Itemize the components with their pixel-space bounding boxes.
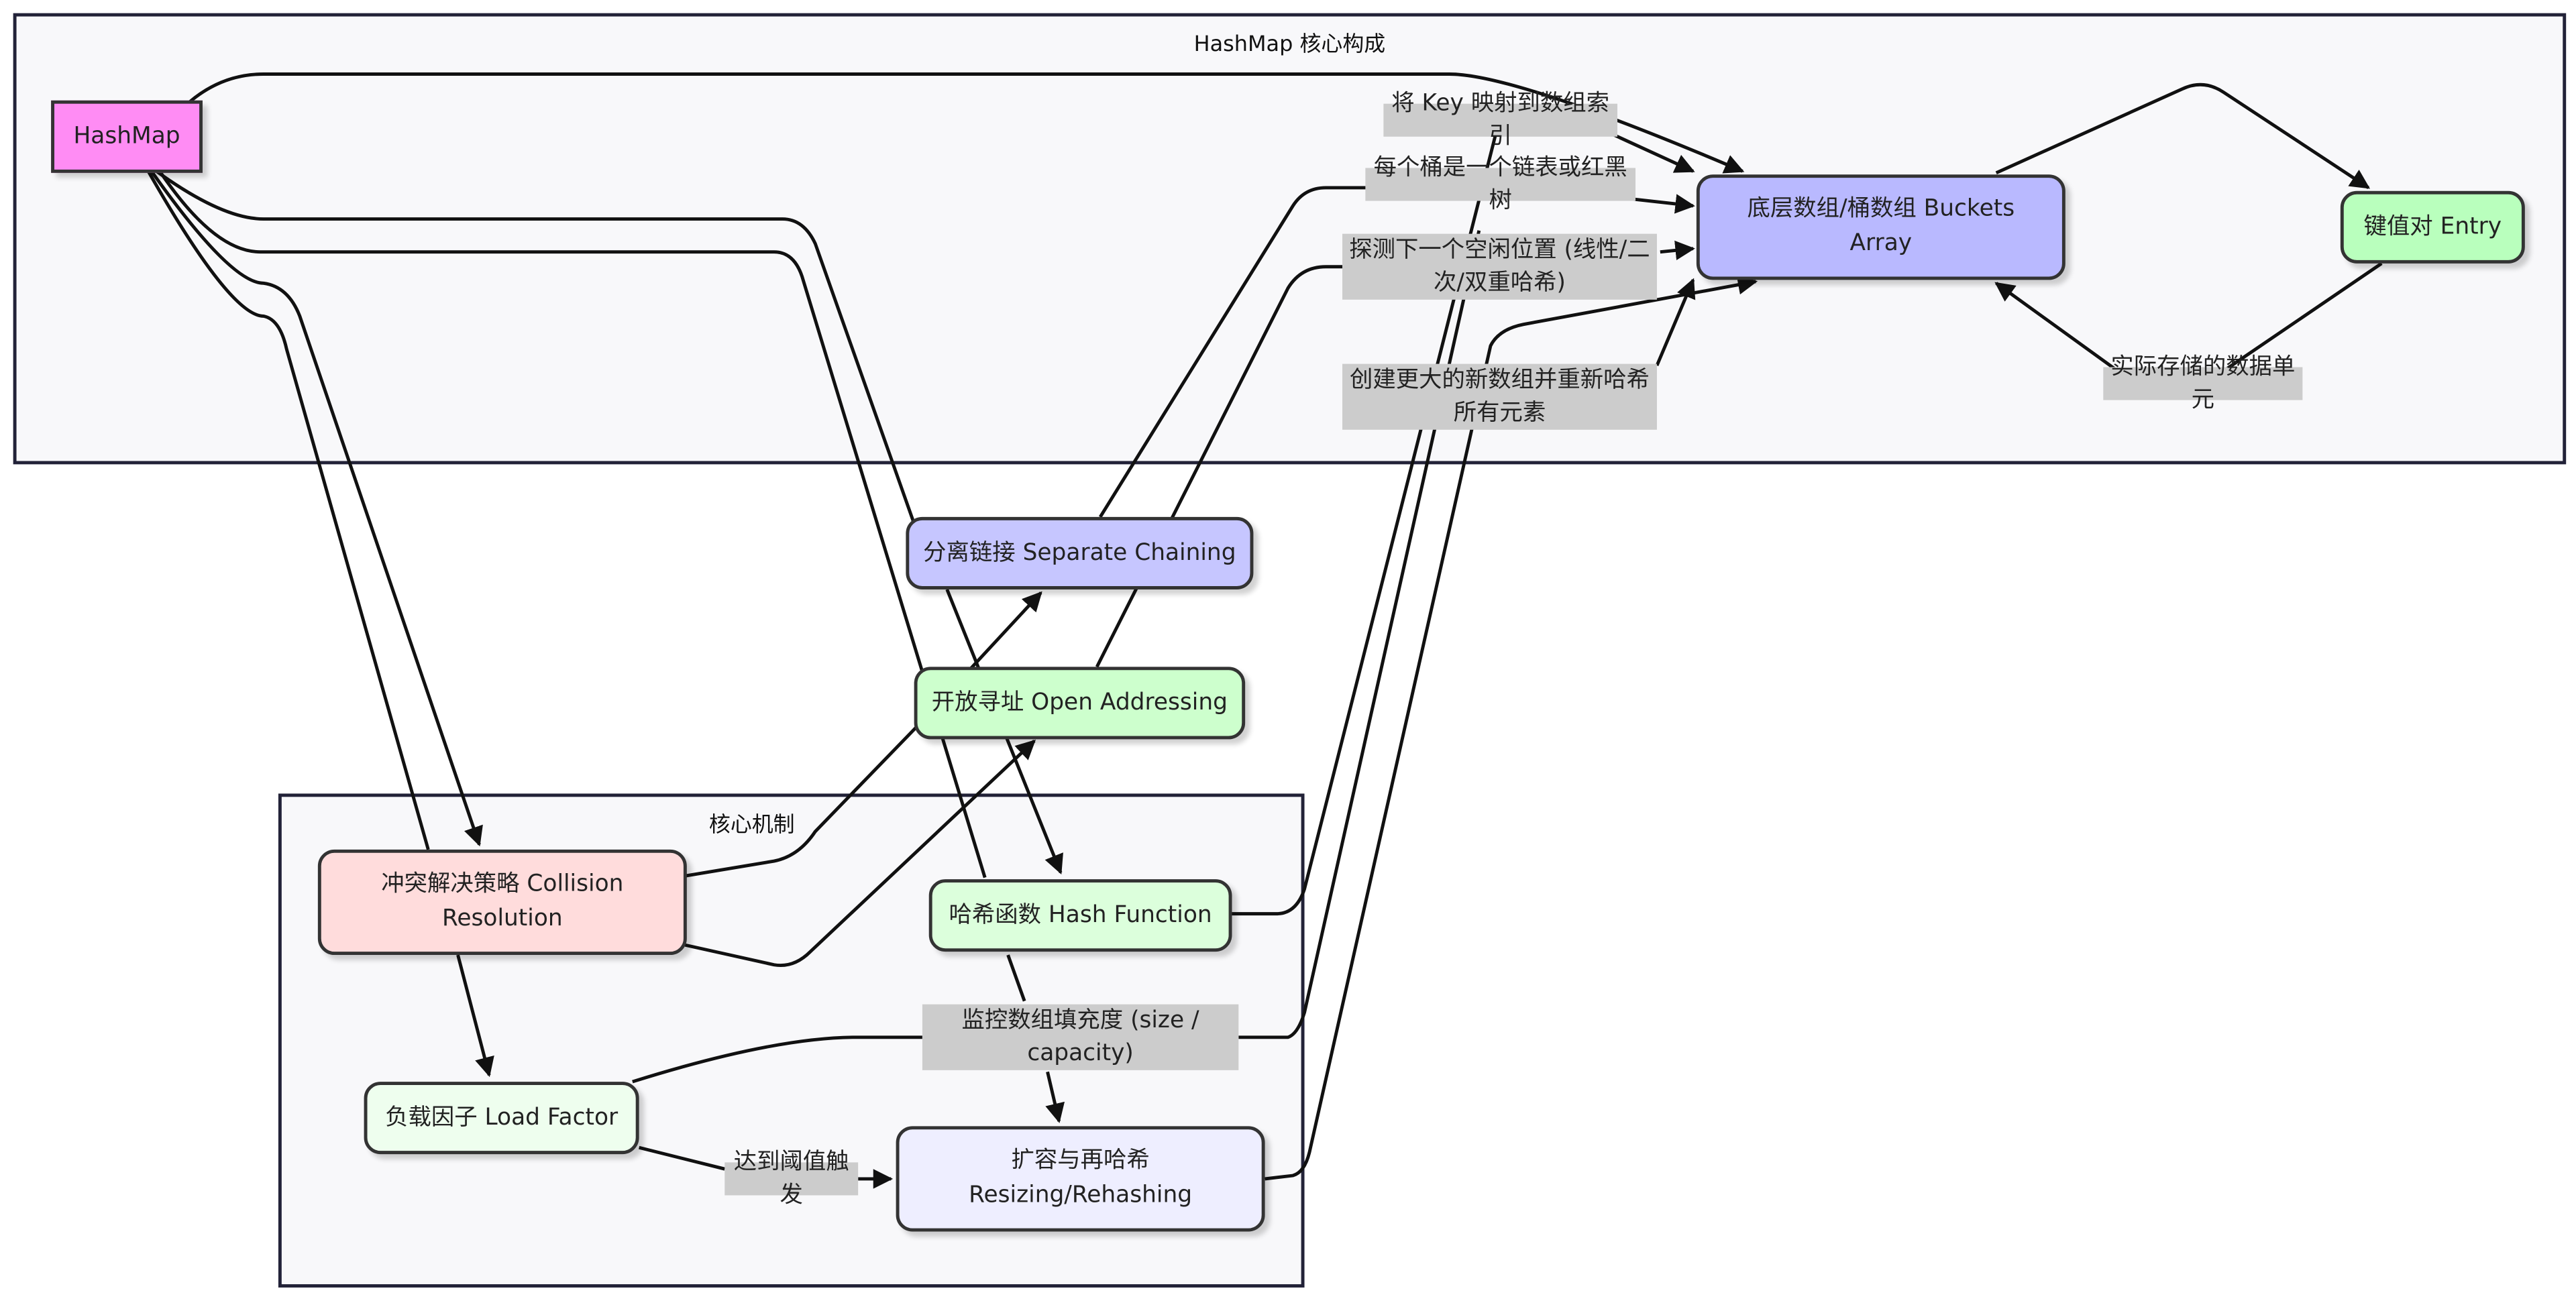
edge-separate-buckets	[1098, 188, 1693, 518]
edge-hashmap-buckets	[188, 72, 1745, 174]
edge-label-threshold: 达到阈值触发	[724, 1149, 859, 1208]
edge-hashmap-hashfn	[158, 170, 987, 878]
node-open-label: 开放寻址 Open Addressing	[931, 689, 1228, 716]
node-separate-label: 分离链接 Separate Chaining	[923, 539, 1236, 566]
node-buckets-label: 底层数组/桶数组 Buckets Array	[1747, 196, 2015, 258]
edge-entry-buckets	[1996, 262, 2383, 370]
edge-load-resize	[632, 954, 1059, 1121]
edge-collision-separate	[684, 591, 1042, 878]
node-hash-function[interactable]: 哈希函数 Hash Function	[928, 879, 1232, 952]
edge-label-probe: 探测下一个空闲位置 (线性/二次/双重哈希)	[1342, 233, 1657, 300]
cluster-title-core: HashMap 核心构成	[1193, 33, 1386, 58]
edge-monitor-buckets	[1238, 230, 1481, 1039]
edge-hashmap-load	[146, 170, 430, 850]
edge-open-buckets	[1095, 249, 1693, 668]
edge-label-monitor-fill: 监控数组填充度 (size / capacity)	[922, 1004, 1239, 1070]
edge-label-storage-unit: 实际存储的数据单元	[2103, 354, 2303, 413]
edge-buckets-entry	[1995, 82, 2371, 189]
edge-label-bucket-list: 每个桶是一个链表或红黑树	[1365, 155, 1636, 214]
node-resizing[interactable]: 扩容与再哈希 Resizing/Rehashing	[896, 1126, 1265, 1232]
node-buckets[interactable]: 底层数组/桶数组 Buckets Array	[1696, 174, 2065, 280]
node-collision-resolution[interactable]: 冲突解决策略 Collision Resolution	[317, 849, 687, 956]
edge-resize-buckets	[1265, 275, 1758, 1181]
node-collision-label: 冲突解决策略 Collision Resolution	[381, 870, 624, 932]
edge-rehash-bridge	[1655, 278, 1696, 367]
edge-threshold	[639, 1145, 892, 1179]
node-load-factor[interactable]: 负载因子 Load Factor	[364, 1082, 639, 1155]
edge-hashmap-collision	[150, 170, 483, 847]
edge-collision-load	[456, 954, 494, 1078]
node-entry-label: 键值对 Entry	[2363, 213, 2502, 240]
cluster-title-mech: 核心机制	[708, 813, 795, 838]
node-entry[interactable]: 键值对 Entry	[2340, 190, 2525, 264]
edge-hashfn-buckets	[1232, 133, 1693, 916]
node-open-addressing[interactable]: 开放寻址 Open Addressing	[914, 667, 1246, 740]
node-hashmap-label: HashMap	[73, 122, 180, 150]
edge-hashmap-separate	[155, 170, 916, 524]
node-hashmap[interactable]: HashMap	[51, 100, 203, 173]
node-load-label: 负载因子 Load Factor	[385, 1104, 619, 1131]
edge-label-map-key: 将 Key 映射到数组索引	[1383, 91, 1618, 150]
edge-collision-open	[684, 739, 1036, 967]
node-resize-label: 扩容与再哈希 Resizing/Rehashing	[969, 1147, 1193, 1209]
edge-label-rehash-all: 创建更大的新数组并重新哈希所有元素	[1342, 363, 1657, 430]
node-hashfn-label: 哈希函数 Hash Function	[949, 901, 1212, 928]
node-separate-chaining[interactable]: 分离链接 Separate Chaining	[906, 516, 1254, 589]
